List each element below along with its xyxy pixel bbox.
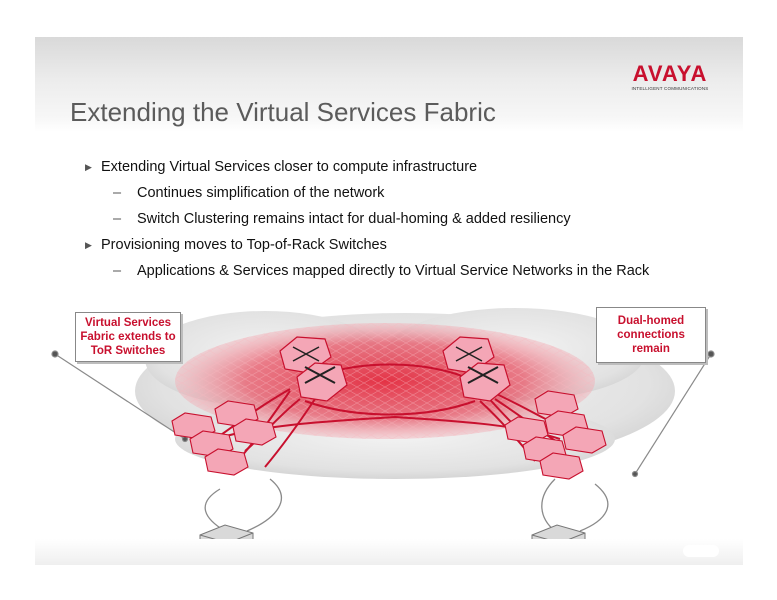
- sub-bullet-item: – Switch Clustering remains intact for d…: [85, 209, 735, 229]
- sub-bullet-text: Continues simplification of the network: [137, 185, 385, 201]
- callout-line: Dual-homed: [617, 315, 685, 327]
- callout-connectors: [51, 350, 715, 478]
- sub-bullet-dash: –: [113, 263, 122, 279]
- sub-bullet-dash: –: [113, 185, 122, 201]
- callout-tor-switches: Virtual Services Fabric extends to ToR S…: [75, 312, 181, 362]
- callout-line: Fabric extends to: [80, 331, 176, 343]
- slide: Extending the Virtual Services Fabric AV…: [35, 37, 743, 565]
- sub-bullet-text: Applications & Services mapped directly …: [137, 263, 650, 279]
- callout-line: remain: [632, 343, 670, 355]
- callout-line: connections: [617, 329, 685, 341]
- bullet-list: ▶ Extending Virtual Services closer to c…: [85, 157, 735, 287]
- core-switch-icon: [442, 336, 511, 402]
- sub-bullet-item: – Applications & Services mapped directl…: [85, 261, 735, 281]
- server-links: [204, 478, 609, 532]
- bullet-arrow-icon: ▶: [85, 240, 92, 250]
- bullet-item: ▶ Provisioning moves to Top-of-Rack Swit…: [85, 235, 735, 255]
- bullet-text: Provisioning moves to Top-of-Rack Switch…: [101, 237, 387, 253]
- header-band: [35, 37, 743, 132]
- footer-highlight: [683, 545, 719, 557]
- tor-switch-icon: [504, 390, 607, 480]
- core-switch-icon: [279, 336, 348, 402]
- slide-title: Extending the Virtual Services Fabric: [70, 97, 496, 127]
- callout-line: Virtual Services: [84, 317, 172, 329]
- avaya-logo: AVAYA INTELLIGENT COMMUNICATIONS: [629, 62, 711, 92]
- bullet-text: Extending Virtual Services closer to com…: [101, 159, 478, 175]
- footer-band: [35, 539, 743, 565]
- logo-tagline: INTELLIGENT COMMUNICATIONS: [631, 86, 709, 91]
- sub-bullet-item: – Continues simplification of the networ…: [85, 183, 735, 203]
- tor-switch-icon: [171, 400, 277, 476]
- bullet-item: ▶ Extending Virtual Services closer to c…: [85, 157, 735, 177]
- sub-bullet-text: Switch Clustering remains intact for dua…: [137, 211, 571, 227]
- fabric-diagram: [51, 308, 715, 547]
- callout-line: ToR Switches: [90, 345, 166, 357]
- callout-dual-homed: Dual-homed connections remain: [596, 307, 706, 363]
- bullet-arrow-icon: ▶: [85, 162, 92, 172]
- sub-bullet-dash: –: [113, 211, 122, 227]
- logo-wordmark: AVAYA: [632, 61, 708, 86]
